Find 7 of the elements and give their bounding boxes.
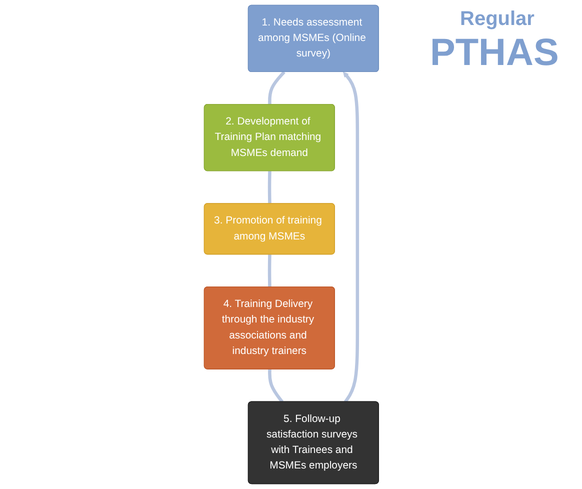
connector (268, 369, 284, 403)
arrow (342, 72, 359, 403)
connector (268, 70, 285, 105)
center-subtitle: Regular (460, 8, 534, 31)
center-title: PTHAS (430, 32, 559, 75)
connector (267, 171, 271, 204)
connector (267, 254, 271, 288)
